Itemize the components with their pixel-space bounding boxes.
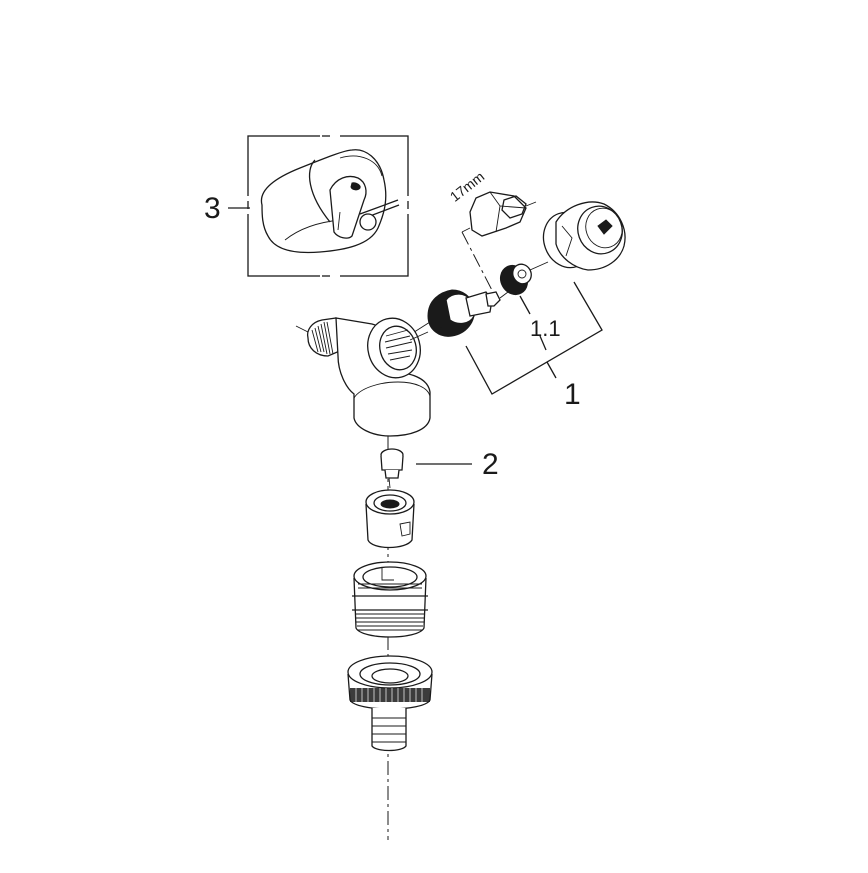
cartridge-valve-insert — [407, 289, 509, 337]
callout-3: 3 — [204, 192, 221, 225]
connector-sleeve — [365, 489, 415, 549]
callout-1: 1 — [564, 378, 581, 411]
bracket-part-1 — [465, 281, 603, 395]
threaded-coupling — [352, 561, 428, 638]
valve-insert-part-2 — [380, 448, 404, 489]
handle-part-3 — [260, 149, 400, 254]
tool-guide-line — [461, 231, 497, 299]
hose-nut-with-tail — [347, 655, 433, 752]
inset-box-part-3 — [246, 134, 410, 278]
bracket-part-1-1 — [519, 295, 547, 351]
callout-1-1: 1.1 — [530, 316, 561, 341]
hex-socket-tool-17mm — [469, 191, 537, 237]
cap-with-logo — [542, 201, 626, 271]
knurled-adapter — [499, 261, 549, 296]
angle-valve-body — [295, 317, 431, 437]
callout-2: 2 — [482, 448, 499, 481]
